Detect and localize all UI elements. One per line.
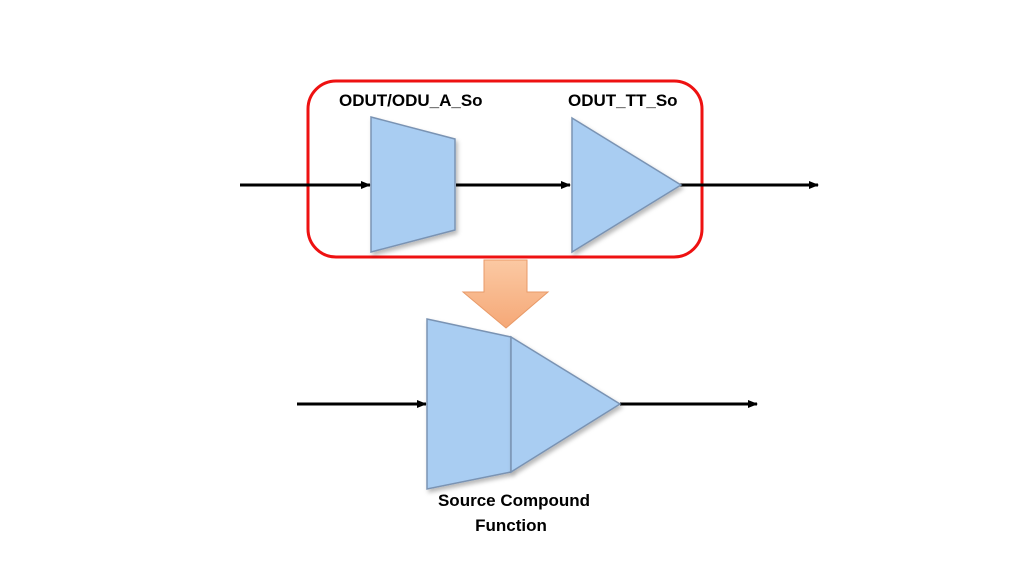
termination-function-shape [571,116,683,254]
compound-function-label-line1: Source Compound [438,491,590,510]
compound-adaptation-shape [426,318,512,490]
compound-termination-shape [510,335,622,474]
group-outline [306,79,704,259]
compound-function-label-line2: Function [475,516,547,535]
merge-arrow [461,259,550,329]
adaptation-function-shape [370,116,456,253]
termination-function-label: ODUT_TT_So [568,91,678,110]
adaptation-function-label: ODUT/ODU_A_So [339,91,483,110]
